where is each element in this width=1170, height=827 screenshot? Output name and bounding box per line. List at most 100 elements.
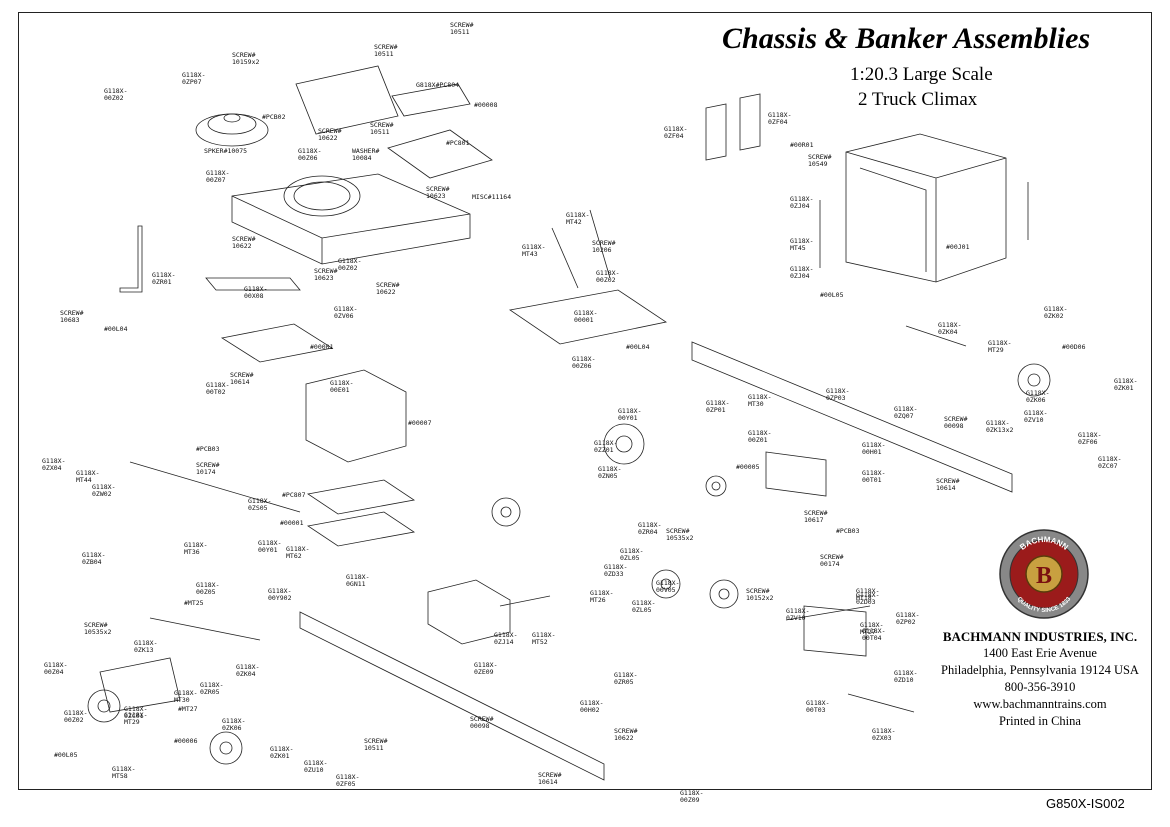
part-label: SCREW# 10511 xyxy=(370,121,394,136)
company-web: www.bachmanntrains.com xyxy=(973,697,1107,711)
subtitle-scale: 1:20.3 Large Scale xyxy=(850,64,993,85)
part-label: #00001 xyxy=(310,343,334,351)
part-label: G118X- MT43 xyxy=(522,243,546,258)
part-label: G118X- 0ZK06 xyxy=(222,717,246,732)
svg-text:B: B xyxy=(1036,563,1052,589)
pcb-board xyxy=(295,65,493,179)
part-label: G118X- MT58 xyxy=(112,765,136,780)
part-label: G118X- 0ZL05 xyxy=(620,547,644,562)
part-label: SCREW# 10623 xyxy=(426,185,450,200)
part-label: #00008 xyxy=(474,101,498,109)
part-label: G118X- 0ZJ04 xyxy=(790,265,814,280)
company-street: 1400 East Erie Avenue xyxy=(983,646,1097,660)
part-label: G118X- 0ZD03 xyxy=(856,591,880,606)
part-label: G118X- 0ZU10 xyxy=(304,759,328,774)
part-label: G818X#PC804 xyxy=(416,81,460,89)
part-label: G118X- 0ZK06 xyxy=(1026,389,1050,404)
cross-member xyxy=(765,451,867,657)
part-label: #00006 xyxy=(174,737,198,745)
part-label: G118X- 00V05 xyxy=(656,579,680,594)
part-label: G118X- 00Z04 xyxy=(44,661,68,676)
part-label: G118X- 0ZW02 xyxy=(92,483,116,498)
part-label: G118X- MT44 xyxy=(76,469,100,484)
part-label: G118X- MT27 xyxy=(860,621,884,636)
speaker xyxy=(195,113,269,147)
part-label: G118X- 0ZF04 xyxy=(664,125,688,140)
part-label: G118X- 0ZC01 xyxy=(124,705,148,720)
part-label: G118X- 0ZC07 xyxy=(1098,455,1122,470)
part-label: G118X- MT62 xyxy=(286,545,310,560)
part-label: G118X- 0ZQ07 xyxy=(894,405,918,420)
part-label: G118X- 00H01 xyxy=(862,441,886,456)
part-label: G118X- 00Z09 xyxy=(680,789,704,804)
part-label: #00007 xyxy=(408,419,432,427)
part-label: SCREW# 10614 xyxy=(230,371,254,386)
part-label: G118X- 00T04 xyxy=(862,627,886,642)
motors xyxy=(99,93,761,713)
part-label: #MT27 xyxy=(178,705,198,713)
part-label: G118X- 00T03 xyxy=(806,699,830,714)
part-label: SCREW# 10623 xyxy=(314,267,338,282)
chassis-plate xyxy=(231,173,471,265)
part-label: G118X- 0ZP02 xyxy=(896,611,920,626)
part-label: G118X- 0ZE09 xyxy=(474,661,498,676)
part-label: G118X- 0ZV10 xyxy=(1024,409,1048,424)
part-label: G118X- 00Y01 xyxy=(618,407,642,422)
part-label: SCREW# 10549 xyxy=(808,153,832,168)
banker-body xyxy=(845,133,1007,283)
part-label: #00L04 xyxy=(104,325,128,333)
part-label: SCREW# 10511 xyxy=(450,21,474,36)
part-label: G118X- 0ZP03 xyxy=(826,387,850,402)
part-label: G118X- 0ZR04 xyxy=(638,521,662,536)
part-label: SCREW# 00174 xyxy=(820,553,844,568)
part-label: G118X- 0ZF05 xyxy=(336,773,360,788)
gearboxes xyxy=(305,369,511,645)
part-label: G118X- 00Z06 xyxy=(572,355,596,370)
part-label: #00005 xyxy=(736,463,760,471)
part-label: SCREW# 10683 xyxy=(60,309,84,324)
part-label: G118X- 0GN11 xyxy=(346,573,370,588)
part-label: SCREW# 10535x2 xyxy=(666,527,694,542)
part-label: G118X- 0ZK02 xyxy=(1044,305,1068,320)
part-label: G118X- 0ZP01 xyxy=(706,399,730,414)
part-label: G118X- 0ZD33 xyxy=(604,563,628,578)
part-label: SCREW# 10617 xyxy=(804,509,828,524)
part-label: G118X- 0ZF06 xyxy=(1078,431,1102,446)
part-label: G118X- 00Y01 xyxy=(258,539,282,554)
part-label: #MT25 xyxy=(184,599,204,607)
part-label: G118X- 00Z02 xyxy=(338,257,362,272)
part-label: G118X- 00Z05 xyxy=(196,581,220,596)
part-label: #00D06 xyxy=(1062,343,1086,351)
part-label: G118X- 00Z02 xyxy=(596,269,620,284)
part-label: SCREW# 10511 xyxy=(374,43,398,58)
part-label: #00R01 xyxy=(790,141,814,149)
part-label: SPKER#10075 xyxy=(204,147,248,155)
part-label: G118X- MT30 xyxy=(174,689,198,704)
part-label: #PCB02 xyxy=(262,113,286,121)
company-name: BACHMANN INDUSTRIES, INC. xyxy=(942,629,1138,644)
part-label: G118X- 0ZK01 xyxy=(1114,377,1138,392)
part-label: G118X- MT29 xyxy=(988,339,1012,354)
part-label: G118X- 0ZK13 xyxy=(134,639,158,654)
part-label: G118X- 00Z02 xyxy=(104,87,128,102)
part-label: G118X- MT45 xyxy=(790,237,814,252)
part-label: G118X- 00Z07 xyxy=(206,169,230,184)
part-label: SCREW# 10152x2 xyxy=(746,587,774,602)
part-label: G118X- MT36 xyxy=(184,541,208,556)
part-label: #00001 xyxy=(280,519,304,527)
part-label: G118X- 0ZR05 xyxy=(614,671,638,686)
part-label: SCREW# 10206 xyxy=(592,239,616,254)
part-label: SCREW# 00098 xyxy=(470,715,494,730)
part-label: SCREW# 10174 xyxy=(196,461,220,476)
part-label: G118X- 0ZD10 xyxy=(894,669,918,684)
part-label: G118X- 0ZX04 xyxy=(42,457,66,472)
part-label: G118X- MT30 xyxy=(748,393,772,408)
part-label: MISC#11164 xyxy=(472,193,512,201)
part-label: #PC801 xyxy=(446,139,470,147)
part-label: WASHER# 10084 xyxy=(352,147,380,162)
part-label: G118X- 0ZL05 xyxy=(632,599,656,614)
part-label: G118X- 0ZK01 xyxy=(270,745,294,760)
part-label: G118X- 00X08 xyxy=(244,285,268,300)
part-label: G118X- 0ZR01 xyxy=(152,271,176,286)
